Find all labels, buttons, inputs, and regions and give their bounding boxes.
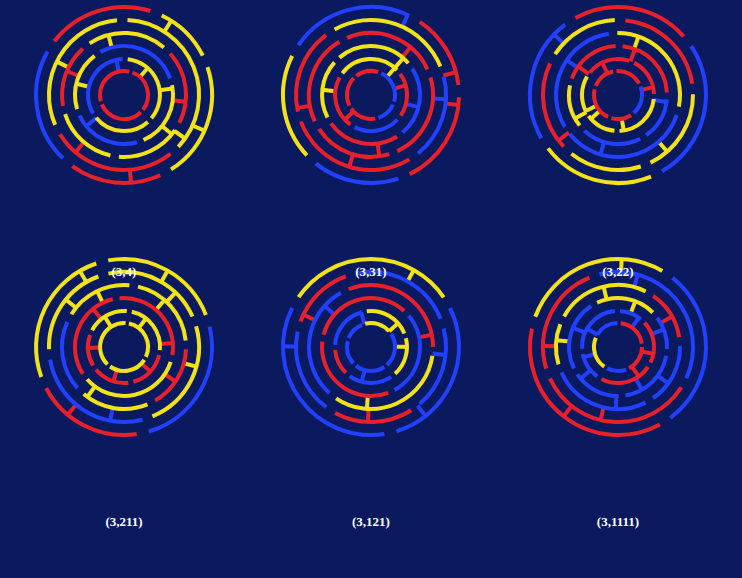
maze-arc <box>351 109 375 119</box>
maze-arc <box>298 7 409 45</box>
maze-arc <box>110 360 144 371</box>
maze-arc <box>607 368 626 371</box>
maze-arc <box>394 316 420 390</box>
maze-arc <box>128 59 160 118</box>
maze-arc <box>132 312 160 350</box>
maze-arc <box>87 362 171 396</box>
maze-arc <box>582 77 587 112</box>
figure-label: (3,1111) <box>597 514 639 530</box>
maze-wall <box>361 312 364 324</box>
figure-label: (3,211) <box>105 514 142 530</box>
maze-arc <box>100 71 129 101</box>
maze-arc <box>309 42 339 122</box>
maze-arc <box>569 85 580 125</box>
maze-arc <box>88 59 123 114</box>
maze-arc <box>381 73 395 101</box>
maze-wall <box>433 354 446 355</box>
maze-arc <box>322 342 388 397</box>
maze-wall <box>578 66 589 74</box>
maze-arc <box>629 347 642 368</box>
maze-arc <box>620 99 654 131</box>
maze-arc <box>626 356 667 396</box>
maze-arc <box>646 99 667 135</box>
maze-arc <box>645 323 655 363</box>
maze-arc <box>625 20 692 83</box>
maze-arc <box>621 323 642 343</box>
maze-arc <box>596 72 614 87</box>
figure-label: (3,22) <box>602 264 633 280</box>
maze-arc <box>356 366 384 371</box>
maze-arc <box>322 62 334 117</box>
maze-arc <box>594 338 604 367</box>
maze-arc <box>395 338 407 373</box>
maze-arc <box>653 346 680 398</box>
maze-arc <box>65 114 110 155</box>
maze-arc <box>617 33 680 107</box>
maze-arc <box>347 78 354 106</box>
maze-wall <box>325 306 335 315</box>
figure-label: (3,31) <box>355 264 386 280</box>
maze-arc <box>335 312 362 345</box>
maze-arc <box>634 87 642 114</box>
maze-arc <box>611 115 631 119</box>
maze-arc <box>88 335 93 366</box>
figure-label: (3,121) <box>352 514 390 530</box>
maze-wall <box>443 72 456 75</box>
maze-arc <box>60 134 171 170</box>
maze-arc <box>594 89 608 117</box>
maze-arc <box>420 22 459 85</box>
maze-wall <box>418 406 426 416</box>
maze-arc <box>584 131 640 144</box>
maze-arc <box>617 71 640 84</box>
maze-arc <box>100 323 126 364</box>
maze-arc <box>356 71 378 76</box>
maze-arc <box>283 308 384 435</box>
maze-arc <box>355 120 398 132</box>
maze-wall <box>558 133 568 141</box>
maze-arc <box>102 104 141 119</box>
maze-arc <box>597 323 617 335</box>
maze-arc <box>569 306 591 369</box>
maze-arc <box>387 334 395 365</box>
maze-wall <box>389 323 398 331</box>
maze-arc <box>602 367 649 383</box>
maze-arc <box>365 323 389 331</box>
maze-arc <box>349 325 362 338</box>
maze-wall <box>631 49 636 61</box>
figure-label: (3,4) <box>112 264 137 280</box>
maze-arc <box>350 376 391 383</box>
maze-arc <box>347 341 353 363</box>
maze-arc <box>335 20 441 67</box>
maze-arc <box>335 350 346 373</box>
maze-arc <box>129 324 148 357</box>
maze-arc <box>379 105 393 118</box>
maze-wall <box>575 112 586 118</box>
maze-arc <box>171 67 212 169</box>
maze-arc <box>324 298 405 335</box>
maze-arc <box>400 74 407 116</box>
maze-arc <box>301 276 346 321</box>
maze-arc <box>556 324 560 364</box>
maze-arc <box>335 410 411 422</box>
maze-arc <box>133 73 149 110</box>
